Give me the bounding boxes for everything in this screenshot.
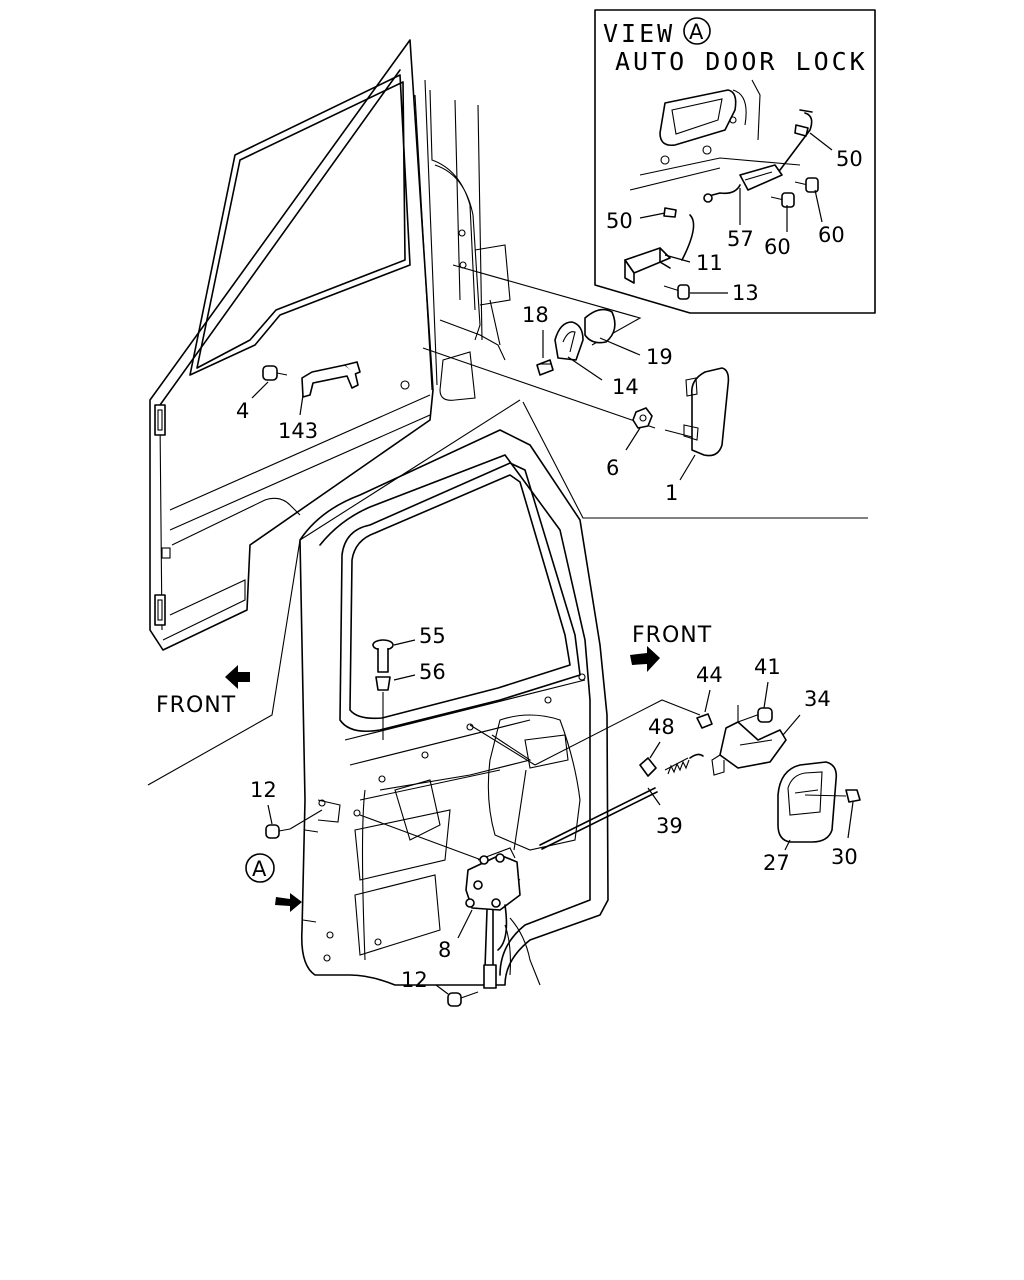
outside-handle-1	[664, 367, 730, 457]
inner-door-window-frame	[339, 462, 581, 733]
outer-door-panel	[149, 39, 511, 651]
callout-56: 56	[419, 660, 446, 684]
callout-4: 4	[236, 399, 249, 423]
screw-30	[804, 789, 861, 803]
callout-34: 34	[804, 687, 831, 711]
callout-13: 13	[732, 281, 759, 305]
inner-door-panel	[147, 399, 609, 986]
latch-striker-14	[554, 321, 584, 361]
callout-12-lower: 12	[401, 968, 428, 992]
inner-door-window-glass	[349, 474, 571, 720]
callout-48: 48	[648, 715, 675, 739]
callout-143: 143	[278, 419, 318, 443]
inset-view-marker: A	[689, 20, 704, 44]
callout-19: 19	[646, 345, 673, 369]
inset-view-marker-circle	[683, 17, 711, 45]
callout-44: 44	[696, 663, 723, 687]
callout-12-upper: 12	[250, 778, 277, 802]
front-arrow-right	[630, 646, 660, 672]
callout-57: 57	[727, 227, 754, 251]
callout-8: 8	[438, 938, 451, 962]
inset-frame	[594, 9, 876, 314]
callout-1: 1	[665, 481, 678, 505]
callout-55: 55	[419, 624, 446, 648]
hinge-lower	[154, 594, 166, 626]
hinge-upper	[154, 404, 166, 436]
screw-41	[737, 705, 773, 723]
handle-bracket-143	[301, 361, 361, 398]
inset-view-a: VIEW A AUTO DOOR LOCK	[594, 9, 876, 314]
screw-12-lower	[447, 991, 479, 1007]
callout-60-b: 60	[818, 223, 845, 247]
arrow-view-a-icon	[275, 893, 302, 912]
front-label-right: FRONT	[632, 623, 712, 648]
clip-55	[372, 639, 394, 673]
inset-screw-60-a	[794, 177, 819, 193]
inset-title: AUTO DOOR LOCK	[615, 47, 868, 76]
inset-clip-50-top	[794, 124, 809, 137]
inset-actuator-bracket	[739, 164, 783, 191]
outer-door-window-inner	[196, 81, 406, 369]
clip-44	[696, 713, 713, 729]
inner-door-outline	[299, 429, 609, 986]
inset-screw-60-b	[770, 192, 795, 208]
callout-11: 11	[696, 251, 723, 275]
screw-4	[262, 365, 288, 381]
spring-rod-39	[539, 753, 704, 850]
inset-handle-recess	[659, 89, 737, 147]
inner-handle-27	[777, 761, 838, 843]
callout-27: 27	[763, 851, 790, 875]
inset-view-label: VIEW	[603, 19, 675, 48]
shim-plate-19	[584, 308, 616, 344]
inset-screw-13	[663, 284, 690, 300]
outer-door-window-outer	[189, 74, 411, 376]
door-lock-8	[465, 847, 521, 989]
front-arrow-left	[225, 665, 250, 689]
callout-14: 14	[612, 375, 639, 399]
callout-6: 6	[606, 456, 619, 480]
callout-50-left: 50	[606, 209, 633, 233]
arrow-right-icon	[630, 646, 660, 672]
view-a-marker-circle	[245, 853, 275, 883]
outer-door-outline	[149, 39, 434, 651]
grommet-56	[375, 676, 391, 691]
inset-clip-50-left	[663, 207, 677, 218]
callout-50-top: 50	[836, 147, 863, 171]
callout-30: 30	[831, 845, 858, 869]
view-a-marker: A	[252, 857, 267, 881]
callout-39: 39	[656, 814, 683, 838]
screw-18	[536, 359, 554, 376]
callout-60-a: 60	[764, 235, 791, 259]
nut-6	[632, 407, 653, 429]
arrow-left-icon	[225, 665, 250, 689]
callout-18: 18	[522, 303, 549, 327]
inset-lock-rod	[751, 112, 813, 189]
inset-actuator-wire	[681, 184, 741, 261]
screw-12-upper	[265, 824, 291, 839]
front-label-left: FRONT	[156, 693, 236, 718]
clip-48	[639, 757, 657, 777]
callout-41: 41	[754, 655, 781, 679]
handle-lever-34	[711, 721, 787, 776]
